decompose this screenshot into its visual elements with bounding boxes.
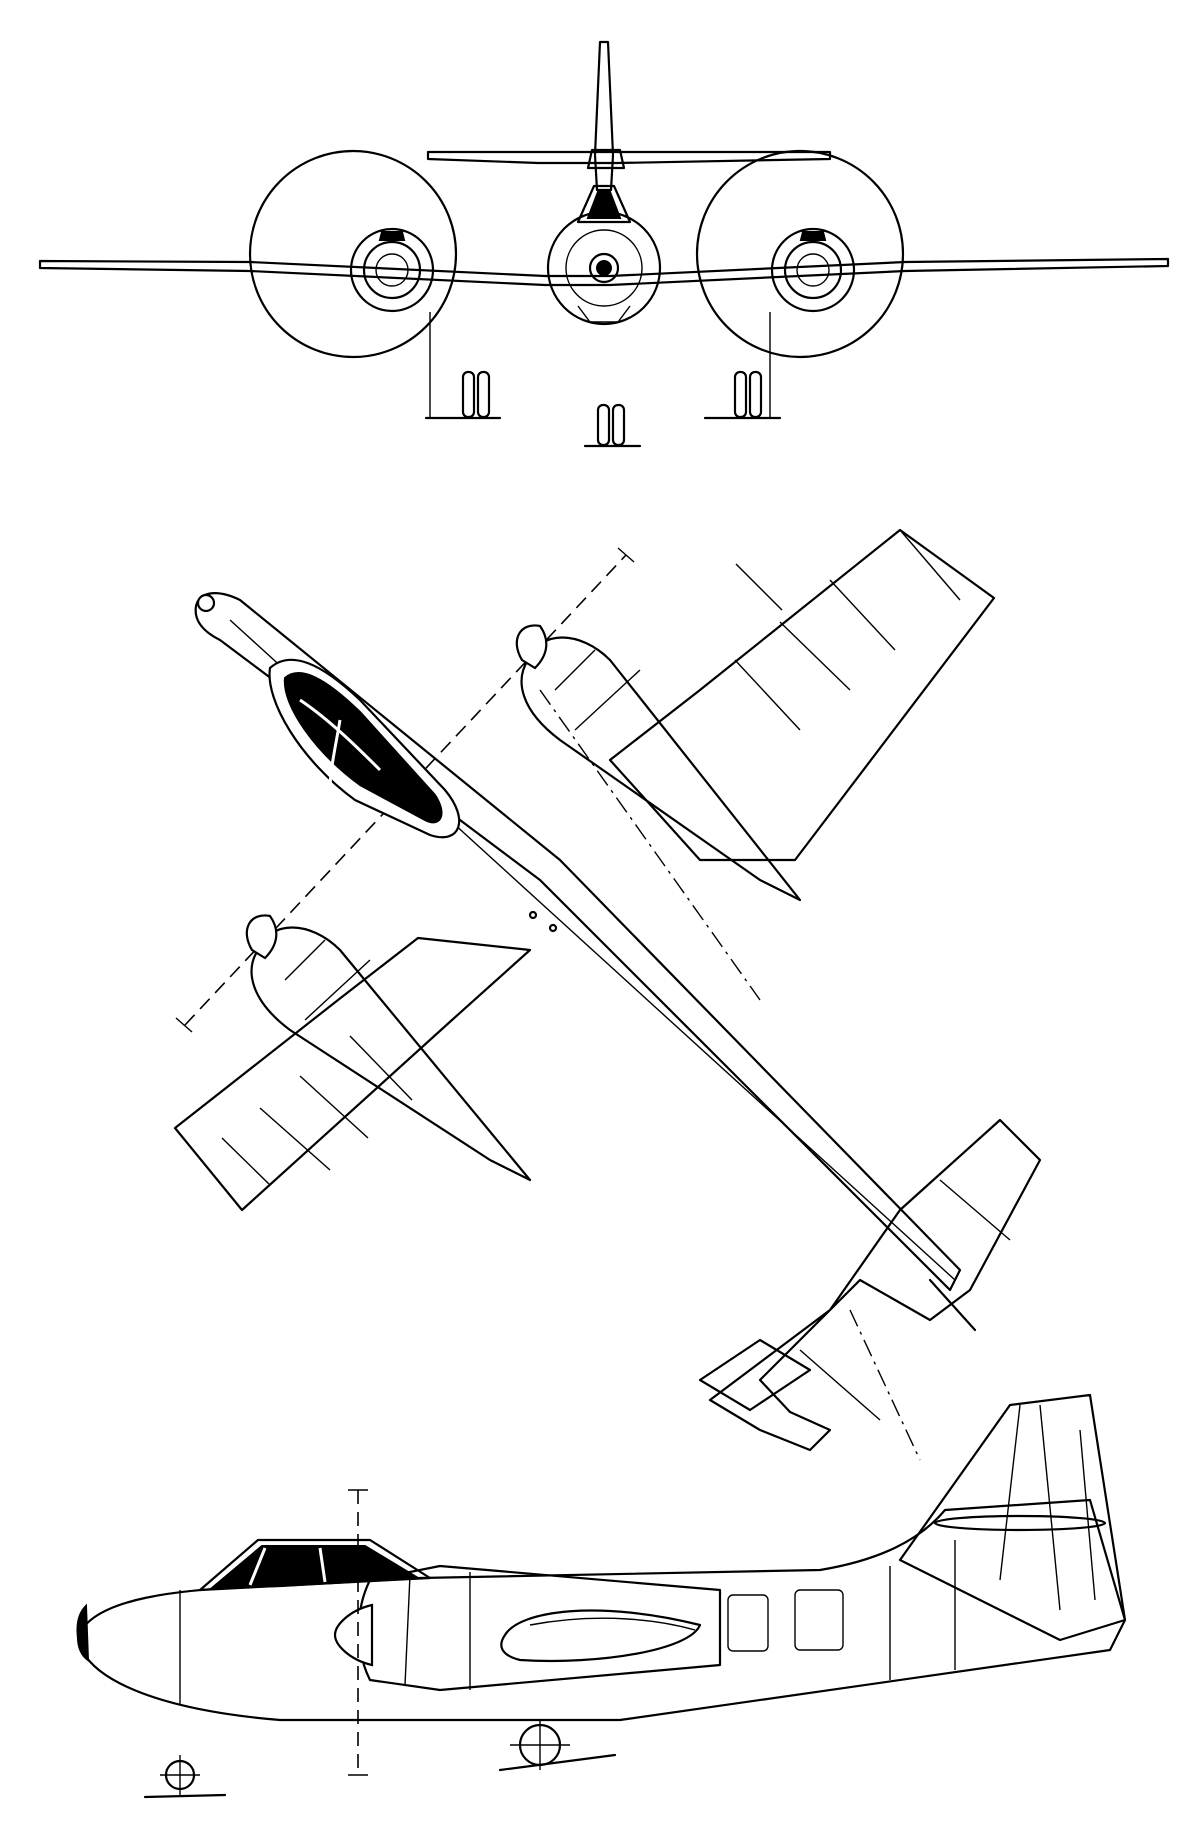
- front-nose-tip: [596, 260, 612, 276]
- top-view-fuselage-dot: [528, 910, 538, 920]
- front-vertical-fin: [593, 40, 615, 192]
- left-engine-nacelle: [349, 227, 435, 313]
- side-view-access-panel: [727, 1594, 769, 1652]
- top-view-nose-tip: [196, 593, 216, 613]
- side-view-engine-nacelle: [357, 1564, 722, 1692]
- top-view-lower-spinner: [245, 914, 278, 960]
- left-propeller-disc: [248, 149, 458, 359]
- top-view: [173, 528, 1042, 1461]
- top-view-lower-nacelle: [250, 926, 532, 1182]
- side-view-nose-wheel: [143, 1755, 227, 1799]
- side-view-main-wheel: [498, 1720, 617, 1772]
- side-view-horizontal-stabilizer: [933, 1514, 1107, 1532]
- left-engine-top-intake: [378, 231, 406, 241]
- side-view-nose-tip: [76, 1603, 90, 1662]
- right-engine-top-intake: [799, 231, 827, 241]
- front-left-gear: [424, 312, 502, 420]
- top-view-wing-reference-line: [184, 554, 627, 1026]
- side-view-nacelle-fairing: [500, 1609, 702, 1663]
- front-horizontal-tail: [426, 150, 832, 165]
- side-view-canopy-glass: [209, 1545, 422, 1590]
- left-engine-intake: [362, 240, 422, 300]
- top-view-tailplane: [698, 1338, 812, 1412]
- top-view-upper-nacelle: [520, 636, 802, 902]
- front-wing: [38, 257, 1170, 287]
- front-canopy-glass: [586, 191, 622, 219]
- side-view: [76, 1393, 1127, 1799]
- right-engine-spinner: [796, 253, 830, 287]
- right-propeller-disc: [695, 149, 905, 359]
- front-nose-gear: [583, 403, 642, 448]
- right-engine-nacelle: [770, 227, 856, 313]
- front-chin: [577, 305, 631, 323]
- top-view-tail-axis: [849, 1309, 921, 1461]
- top-view-nacelle-axis: [539, 689, 761, 1001]
- front-canopy: [576, 184, 632, 224]
- top-view-upper-wing: [608, 528, 996, 862]
- right-engine-intake: [783, 240, 843, 300]
- top-view-lower-wing: [173, 936, 532, 1212]
- top-view-leader-line: [735, 563, 783, 611]
- front-fin-fairing: [586, 148, 626, 170]
- top-view-tail-cone: [928, 1278, 977, 1332]
- top-view-fuselage-dot: [548, 923, 558, 933]
- side-view-spinner: [333, 1603, 374, 1667]
- top-view-canopy-glass: [283, 672, 443, 824]
- side-view-fuselage: [76, 1498, 1127, 1722]
- front-nose-cone: [588, 252, 620, 284]
- front-fuselage-ring: [565, 229, 643, 307]
- side-view-access-panel: [794, 1589, 844, 1651]
- top-view-horizontal-stabilizer: [708, 1118, 1042, 1452]
- top-view-upper-spinner: [515, 624, 548, 670]
- front-right-gear: [703, 312, 782, 420]
- left-engine-spinner: [375, 253, 409, 287]
- front-view: [38, 40, 1170, 448]
- side-view-vertical-fin: [898, 1393, 1127, 1642]
